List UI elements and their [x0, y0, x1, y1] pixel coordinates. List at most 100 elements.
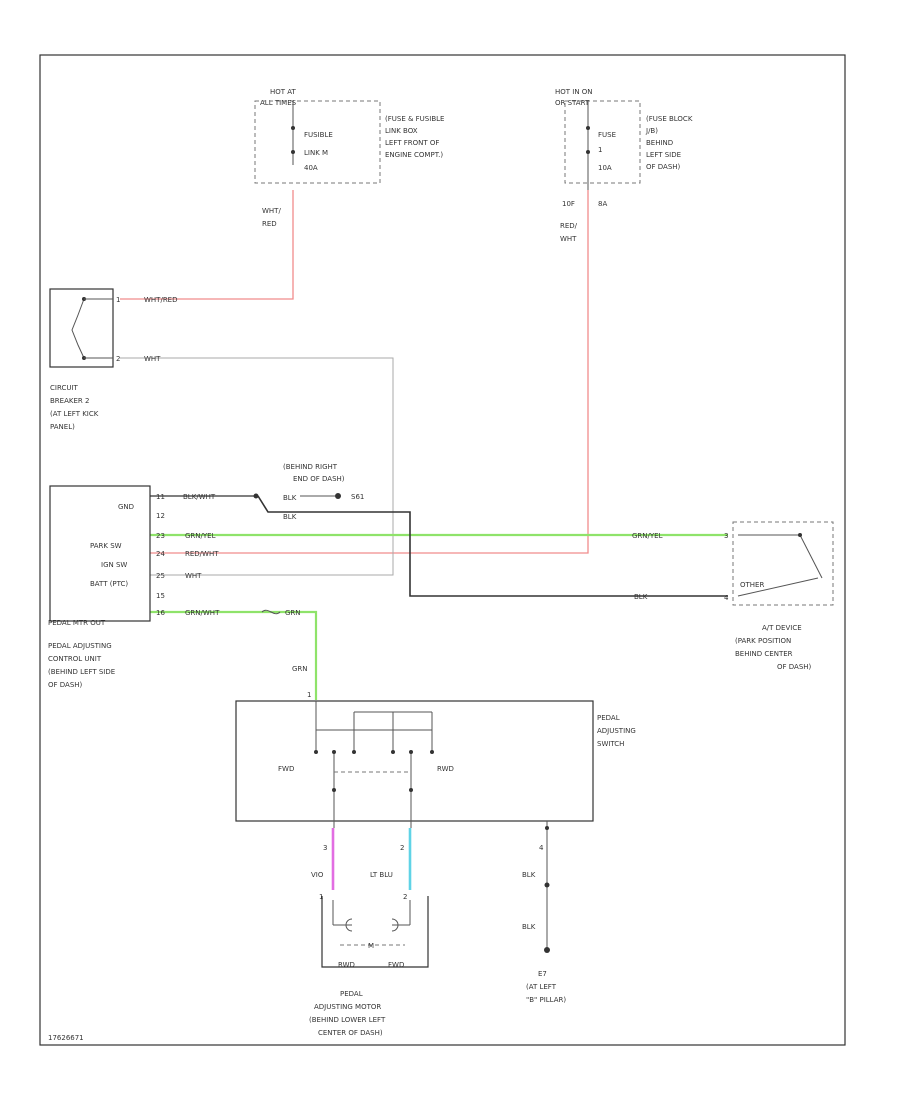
- diagram-frame: [39, 54, 846, 1046]
- switch-wire-a: VIO: [311, 871, 324, 879]
- breaker-pin2-wire: WHT: [144, 355, 161, 363]
- switch-body: [235, 700, 594, 822]
- fuse2-wire-label: RED/: [560, 222, 578, 230]
- switch-pin-in: 1: [307, 691, 311, 699]
- switch-node-5: [409, 750, 413, 754]
- switch-label-2: ADJUSTING: [597, 727, 636, 735]
- at-label-4: OF DASH): [777, 663, 812, 671]
- wire-blk: [257, 495, 728, 597]
- fuse2-pin-left: 10F: [562, 200, 575, 208]
- fuse2-pin-right: 8A: [598, 200, 607, 208]
- fuse2-location-2: J/B): [645, 127, 658, 135]
- fuse1-wire-label: WHT/: [262, 207, 281, 215]
- at-device: GRN/YEL BLK 3 4 OTHER A/T DEVICE (PARK P…: [632, 521, 834, 671]
- splice-location: (BEHIND RIGHT: [283, 463, 338, 471]
- cu-pin-12: 12: [156, 512, 165, 520]
- switch-rwd: RWD: [437, 765, 454, 773]
- fuse1-location-2: LINK BOX: [385, 127, 418, 135]
- at-label-3: BEHIND CENTER: [735, 650, 793, 658]
- cu-park-label: PARK SW: [90, 542, 122, 550]
- motor-rwd: RWD: [338, 961, 355, 969]
- switch-input-wire: GRN: [292, 665, 308, 673]
- fuse1-wire-label-2: RED: [262, 220, 277, 228]
- switch-node-4: [391, 750, 395, 754]
- ground-splice: (BEHIND RIGHT END OF DASH) BLK BLK S61: [253, 463, 364, 521]
- motor-symbol: M: [368, 942, 374, 950]
- motor-armature: [345, 918, 399, 932]
- fuse1-terminal-top: [291, 126, 295, 130]
- switch-fwd: FWD: [278, 765, 294, 773]
- motor-pin-2: 2: [403, 893, 407, 901]
- at-other-label: OTHER: [740, 581, 764, 589]
- at-switch-arm: [799, 534, 823, 579]
- fuse-box-1: HOT AT ALL TIMES FUSIBLE LINK M 40A (FUS…: [254, 88, 444, 228]
- splice-junction: [253, 493, 259, 499]
- fuse1-location-3: LEFT FRONT OF: [385, 139, 439, 147]
- wire-wht-red: [120, 190, 294, 300]
- diagram-code: 17626671: [48, 1034, 84, 1042]
- motor-pin-1: 1: [319, 893, 323, 901]
- pedal-control-unit: GND 11 12 PARK SW 23 IGN SW 24 BATT (PTC…: [48, 485, 301, 689]
- breaker-label-3: (AT LEFT KICK: [50, 410, 99, 418]
- fuse1-rating: 40A: [304, 164, 318, 172]
- cu-wire-out-2: GRN: [285, 609, 301, 617]
- fuse1-location: (FUSE & FUSIBLE: [385, 115, 444, 123]
- cu-batt-pin: 25: [156, 572, 165, 580]
- switch-node-6: [430, 750, 434, 754]
- splice-node: [335, 493, 341, 499]
- switch-node-1: [314, 750, 318, 754]
- splice-id: S61: [351, 493, 364, 501]
- switch-wire-b: LT BLU: [370, 871, 393, 879]
- fuse2-wire-label-2: WHT: [560, 235, 577, 243]
- motor-label: PEDAL: [340, 990, 363, 998]
- motor-fwd: FWD: [388, 961, 404, 969]
- fuse2-rating: 10A: [598, 164, 612, 172]
- cu-label-3: (BEHIND LEFT SIDE: [48, 668, 115, 676]
- wire-red-wht: [150, 190, 589, 554]
- motor-label-3: (BEHIND LOWER LEFT: [309, 1016, 386, 1024]
- switch-node-8: [409, 788, 413, 792]
- switch-node-2: [332, 750, 336, 754]
- pedal-adjusting-switch: GRN 1 FWD RWD PEDAL ADJUSTING SWITCH 3 2…: [235, 665, 636, 953]
- cu-batt-label: BATT (PTC): [90, 580, 128, 588]
- switch-node-7: [332, 788, 336, 792]
- ground-label-2: "B" PILLAR): [526, 996, 566, 1004]
- breaker-element: [71, 298, 85, 359]
- ground-node-mid: [544, 882, 550, 888]
- splice-location-2: END OF DASH): [293, 475, 345, 483]
- fuse1-terminal-bottom: [291, 150, 295, 154]
- wire-grn-wht: [150, 610, 318, 700]
- cu-label-2: CONTROL UNIT: [48, 655, 102, 663]
- fuse1-hot-label-2: ALL TIMES: [260, 99, 297, 107]
- at-pin-top: 3: [724, 532, 728, 540]
- wire-wht: [120, 357, 394, 576]
- switch-label-3: SWITCH: [597, 740, 624, 748]
- switch-wire-c: BLK: [522, 871, 536, 879]
- ground-id: E7: [538, 970, 547, 978]
- at-label: A/T DEVICE: [762, 624, 802, 632]
- cu-pin-15: 15: [156, 592, 165, 600]
- cu-gnd-pin: 11: [156, 493, 165, 501]
- cu-wire-ign: RED/WHT: [185, 550, 219, 558]
- pedal-adjusting-motor: 1 2 M RWD FWD PEDAL ADJUSTING MOTOR (BEH…: [309, 893, 429, 1037]
- cu-wire-park: GRN/YEL: [185, 532, 216, 540]
- circuit-breaker: 1 WHT/RED 2 WHT CIRCUIT BREAKER 2 (AT LE…: [49, 288, 178, 431]
- motor-label-4: CENTER OF DASH): [318, 1029, 383, 1037]
- cu-ign-label: IGN SW: [101, 561, 127, 569]
- cu-wire-gnd: BLK/WHT: [183, 493, 216, 501]
- at-wire-black: BLK: [634, 593, 648, 601]
- switch-pin-c: 4: [539, 844, 544, 852]
- motor-body: [321, 896, 429, 968]
- switch-pin-b: 2: [400, 844, 404, 852]
- fuse2-name: FUSE: [598, 131, 616, 139]
- fuse2-terminal-bottom: [586, 150, 590, 154]
- ground-node-top: [545, 826, 549, 830]
- at-wire-green: GRN/YEL: [632, 532, 663, 540]
- splice-wire-b: BLK: [283, 513, 297, 521]
- ground-label: (AT LEFT: [526, 983, 557, 991]
- breaker-label-4: PANEL): [50, 423, 75, 431]
- at-label-2: (PARK POSITION: [735, 637, 791, 645]
- fuse2-location: (FUSE BLOCK: [646, 115, 693, 123]
- cu-wire-out: GRN/WHT: [185, 609, 220, 617]
